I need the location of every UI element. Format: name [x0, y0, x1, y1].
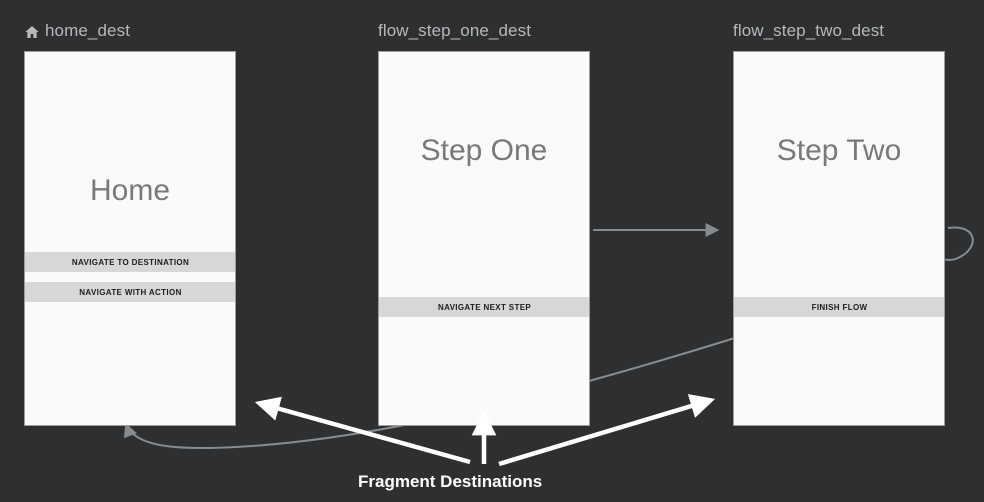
destination-header-flow_step_one_dest: flow_step_one_dest — [378, 16, 531, 46]
destination-label-flow_step_one_dest: flow_step_one_dest — [378, 21, 532, 40]
preview-card-flow_step_two_dest[interactable]: Step Two FINISH FLOW — [733, 51, 945, 426]
destination-label-flow_step_two_dest: flow_step_two_dest — [733, 21, 885, 40]
screen-button-navigate-with-action[interactable]: NAVIGATE WITH ACTION — [25, 282, 235, 302]
screen-button-finish-flow[interactable]: FINISH FLOW — [734, 297, 944, 317]
destination-header-home_dest: home_dest — [24, 16, 130, 46]
destination-label-home_dest: home_dest — [45, 21, 131, 40]
screen-button-navigate-to-destination[interactable]: NAVIGATE TO DESTINATION — [25, 252, 235, 272]
destination-header-flow_step_two_dest: flow_step_two_dest — [733, 16, 884, 46]
screen-button-navigate-next-step[interactable]: NAVIGATE NEXT STEP — [379, 297, 589, 317]
preview-card-home_dest[interactable]: Home NAVIGATE TO DESTINATION NAVIGATE WI… — [24, 51, 236, 426]
home-icon — [25, 25, 39, 38]
screen-title-step-two: Step Two — [776, 134, 902, 167]
annotation-caption: Fragment Destinations — [358, 472, 543, 491]
screen-title-home: Home — [89, 174, 171, 207]
preview-card-flow_step_one_dest[interactable]: Step One NAVIGATE NEXT STEP — [378, 51, 590, 426]
screen-title-step-one: Step One — [420, 134, 548, 167]
